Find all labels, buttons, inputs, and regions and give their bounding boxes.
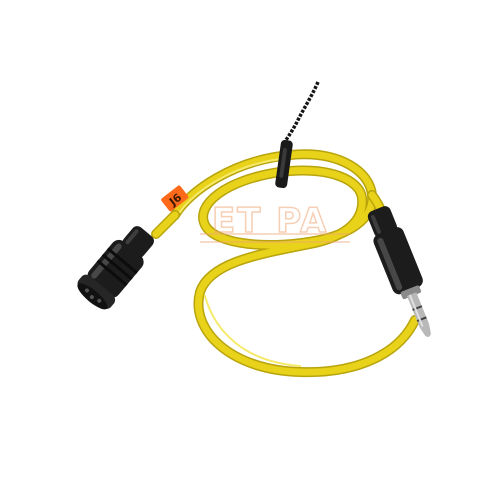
hanging-tie-cord — [284, 81, 320, 141]
cable-tie — [275, 139, 293, 189]
cable-loop-inner — [199, 167, 366, 249]
watermark-text: ET PA — [212, 201, 328, 241]
cable-coil — [170, 149, 420, 378]
trs-jack-connector — [367, 206, 431, 337]
watermark: ET PA — [200, 200, 350, 243]
cable-loop-outer — [171, 150, 376, 244]
cable-lower-loop — [195, 194, 419, 376]
label-sticker: J6 — [161, 185, 189, 212]
xlr-female-connector — [77, 226, 154, 310]
